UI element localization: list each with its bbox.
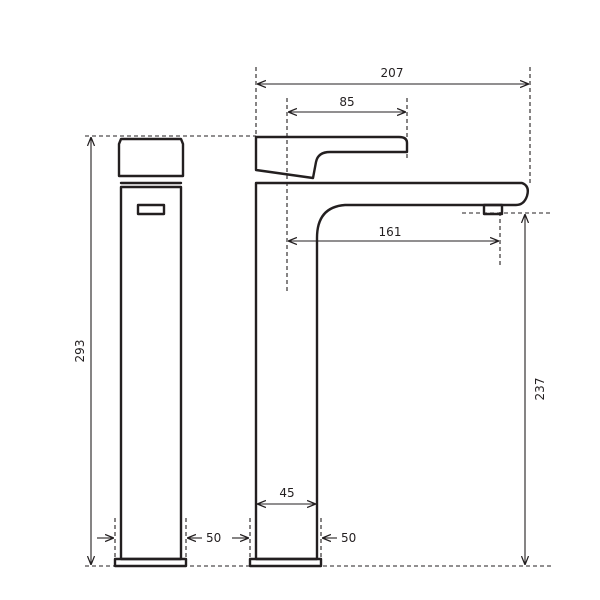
dim-207-label: 207	[381, 66, 404, 80]
side-body-spout	[254, 181, 530, 561]
dimension-labels: 207 85 161 293 237 45 50 50	[73, 66, 547, 545]
dim-50-front-label: 50	[206, 531, 221, 545]
dim-237-label: 237	[533, 378, 547, 401]
dim-293-label: 293	[73, 340, 87, 363]
front-view	[113, 137, 188, 568]
dim-161-label: 161	[379, 225, 402, 239]
dim-45-label: 45	[279, 486, 294, 500]
dim-50-side-label: 50	[341, 531, 356, 545]
side-aerator	[482, 203, 504, 216]
side-lever	[254, 135, 409, 180]
dimension-lines	[91, 84, 528, 564]
front-body	[119, 185, 183, 561]
side-base	[248, 557, 323, 568]
front-lever	[117, 137, 185, 178]
dim-85-label: 85	[339, 95, 354, 109]
front-base	[113, 557, 188, 568]
side-view	[248, 135, 530, 568]
front-aerator	[136, 203, 166, 216]
reference-lines	[85, 67, 552, 567]
